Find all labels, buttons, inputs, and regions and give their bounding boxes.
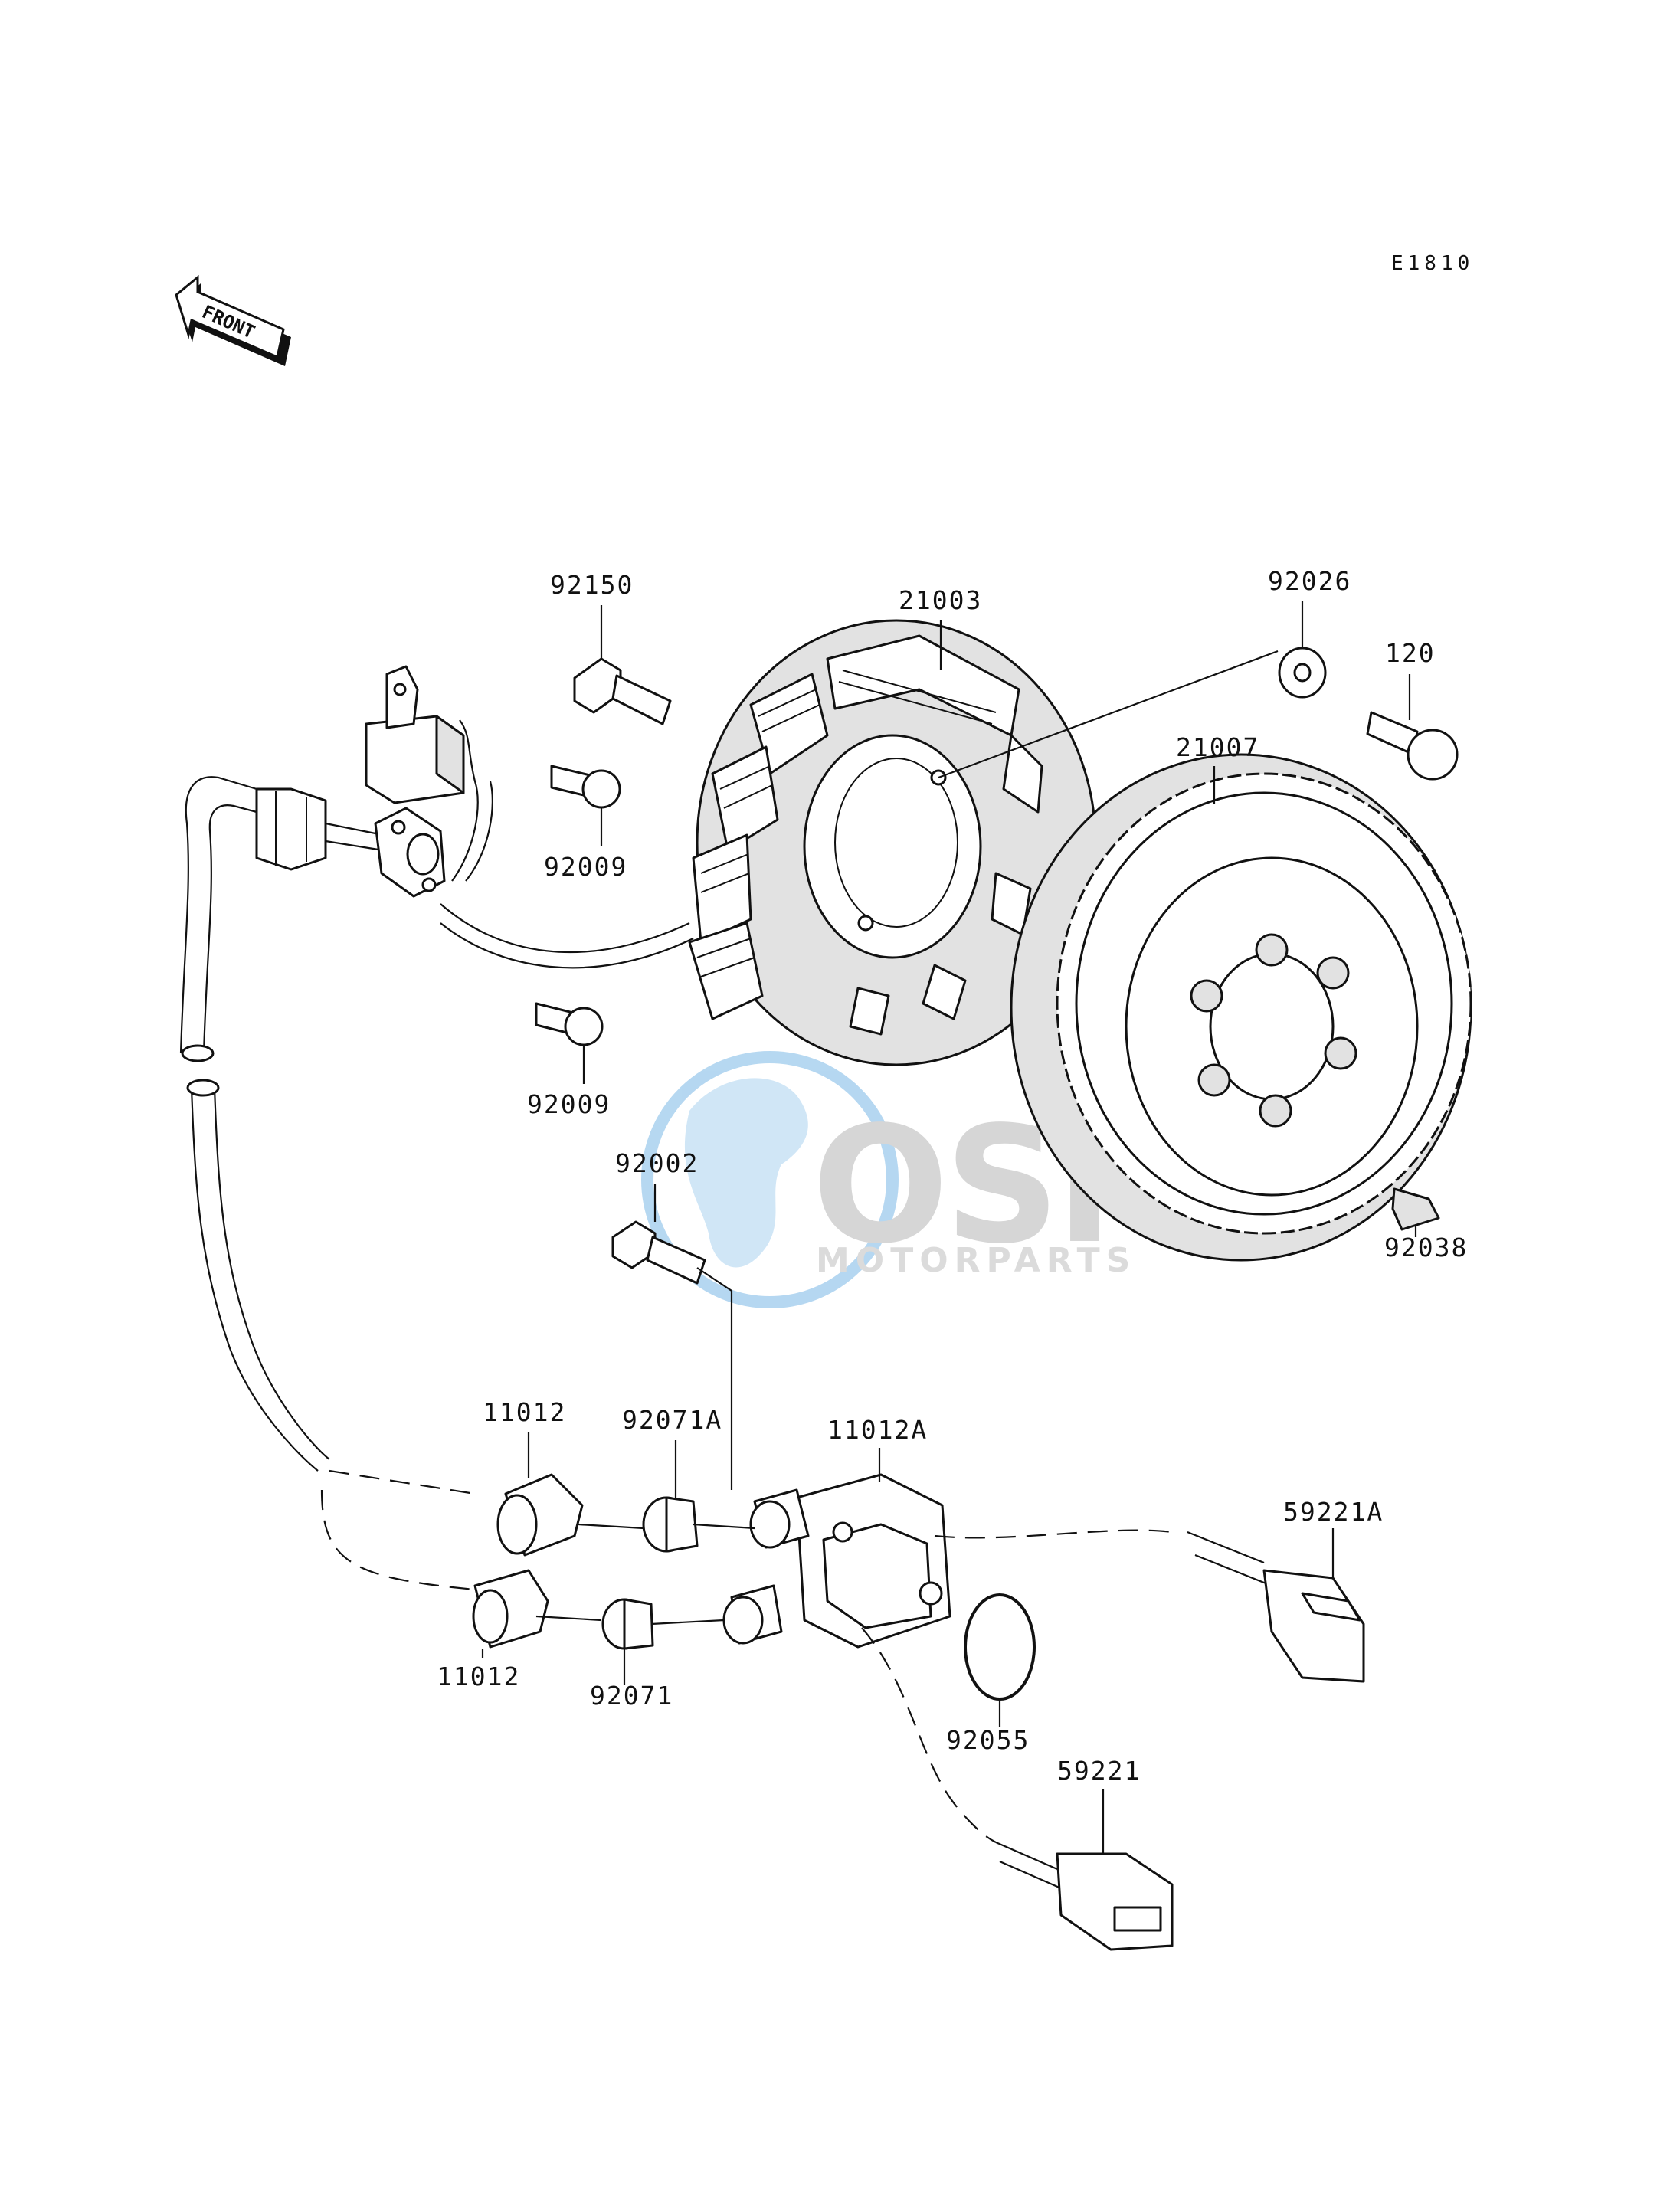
routing-dash-59221A <box>934 1529 1173 1539</box>
front-arrow-icon: FRONT <box>175 274 291 366</box>
label-59221: 59221 <box>1057 1756 1141 1786</box>
bolt-92150 <box>573 657 672 725</box>
label-92055: 92055 <box>946 1725 1030 1755</box>
rotor-21007 <box>1010 753 1472 1262</box>
screw-92009-top <box>550 765 621 809</box>
label-11012A: 11012A <box>827 1415 928 1445</box>
label-92150: 92150 <box>550 570 634 600</box>
screw-92009-bottom <box>535 1002 604 1046</box>
key-92038 <box>1391 1187 1440 1231</box>
sensor-92071 <box>601 1598 654 1650</box>
watermark-globe-icon <box>641 1051 899 1308</box>
routing-dash-59221 <box>861 1627 997 1843</box>
routing-dash-upper <box>329 1469 476 1495</box>
label-92009-top: 92009 <box>544 852 627 882</box>
label-92071A: 92071A <box>622 1405 722 1435</box>
connector-59221 <box>995 1841 1174 1951</box>
label-92038: 92038 <box>1384 1233 1468 1262</box>
wiring-harness <box>179 665 694 1472</box>
label-92002: 92002 <box>615 1148 699 1178</box>
routing-dash-lower <box>320 1489 476 1591</box>
label-11012-top: 11012 <box>483 1397 566 1427</box>
part-labels: 92150 21003 92026 120 21007 92009 92009 … <box>437 566 1468 1786</box>
sensor-92071A <box>642 1496 699 1553</box>
diagram-code: E1810 <box>1391 252 1474 275</box>
label-120: 120 <box>1385 638 1436 668</box>
label-92026: 92026 <box>1268 566 1351 596</box>
label-92009-bottom: 92009 <box>527 1089 611 1119</box>
label-92071: 92071 <box>590 1681 673 1711</box>
cap-11012-bottom <box>472 1569 549 1649</box>
label-21003: 21003 <box>899 585 982 615</box>
stator-21003 <box>688 619 1097 1066</box>
housing-11012A <box>722 1473 951 1649</box>
bolt-92002 <box>611 1220 706 1285</box>
connector-59221A <box>1187 1531 1365 1683</box>
leader-lines <box>481 601 1417 1854</box>
label-59221A: 59221A <box>1283 1497 1384 1527</box>
o-ring-92055 <box>964 1593 1036 1701</box>
watermark-continents <box>684 1078 808 1268</box>
label-11012-bottom: 11012 <box>437 1662 520 1691</box>
label-21007: 21007 <box>1176 732 1259 762</box>
watermark-tagline: MOTORPARTS <box>816 1241 1136 1280</box>
bolt-120 <box>1366 711 1459 781</box>
cap-11012-top <box>496 1473 584 1557</box>
